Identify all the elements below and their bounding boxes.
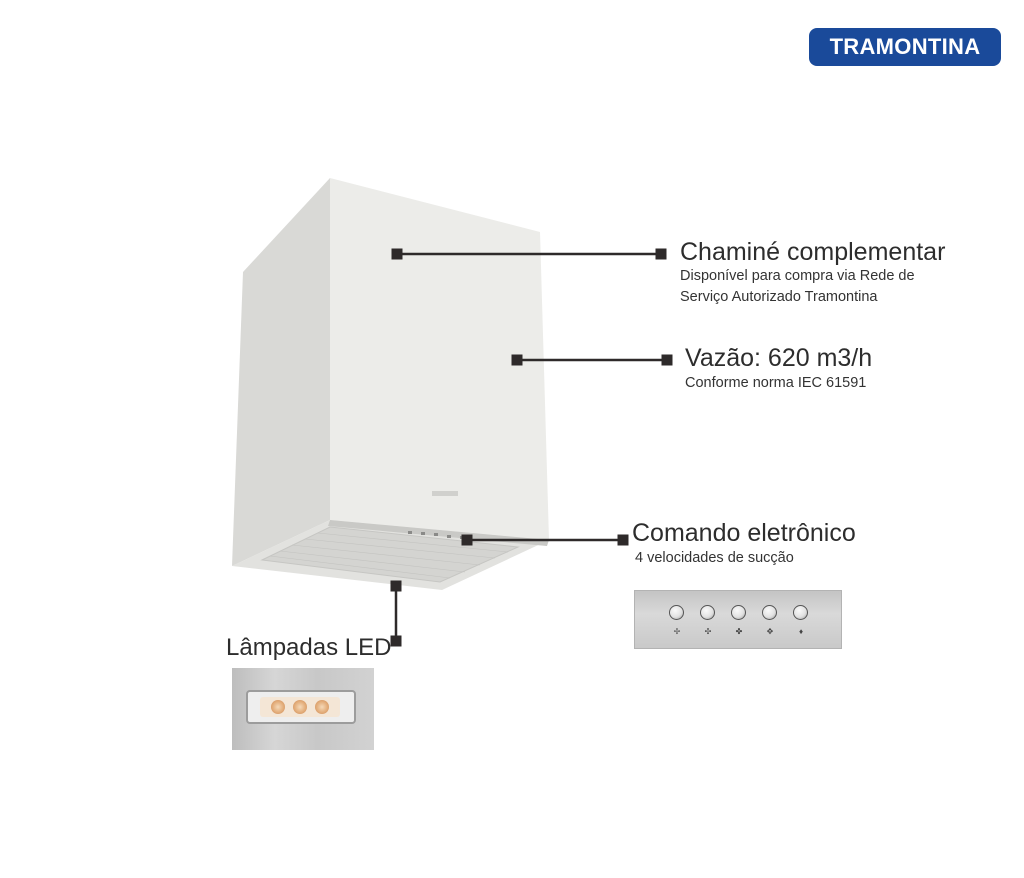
chimney-subtitle-line2: Serviço Autorizado Tramontina bbox=[680, 289, 878, 305]
hood-filter-pattern bbox=[269, 532, 509, 579]
fan-speed-2-icon: ✣ bbox=[704, 627, 712, 636]
light-icon: ♦ bbox=[798, 627, 804, 636]
chimney-title: Chaminé complementar bbox=[680, 238, 946, 266]
callout-marker-chimney-start bbox=[391, 248, 403, 260]
hood-brand-badge bbox=[432, 491, 458, 496]
led-lamps-detail bbox=[232, 668, 374, 750]
callout-marker-airflow-end bbox=[661, 354, 673, 366]
brand-logo-text: TRAMONTINA bbox=[829, 34, 981, 59]
fan-speed-4-icon: ✥ bbox=[766, 627, 774, 636]
chimney-subtitle-line1: Disponível para compra via Rede de bbox=[680, 268, 915, 284]
chimney-subtitle: Disponível para compra via Rede de Servi… bbox=[680, 266, 950, 308]
callout-marker-lamps-start bbox=[390, 580, 402, 592]
led-lamp-housing bbox=[246, 690, 356, 724]
callout-marker-lamps-end bbox=[390, 635, 402, 647]
hood-filter-grid bbox=[260, 526, 520, 583]
fan-speed-2-button bbox=[700, 605, 715, 620]
lamps-title: Lâmpadas LED bbox=[226, 634, 392, 661]
callout-marker-airflow-start bbox=[511, 354, 523, 366]
fan-speed-1-icon: ✢ bbox=[673, 627, 681, 636]
control-subtitle: 4 velocidades de sucção bbox=[635, 550, 794, 566]
led-strip bbox=[260, 697, 340, 717]
led-bulb bbox=[293, 700, 307, 714]
fan-speed-1-button bbox=[669, 605, 684, 620]
callout-marker-chimney-end bbox=[655, 248, 667, 260]
fan-speed-3-icon: ✤ bbox=[735, 627, 743, 636]
led-bulb bbox=[315, 700, 329, 714]
airflow-subtitle: Conforme norma IEC 61591 bbox=[685, 375, 867, 391]
control-title: Comando eletrônico bbox=[632, 519, 856, 547]
fan-speed-3-button bbox=[731, 605, 746, 620]
led-bulb bbox=[271, 700, 285, 714]
airflow-title: Vazão: 620 m3/h bbox=[685, 344, 873, 372]
hood-left-face bbox=[232, 178, 330, 566]
control-panel-detail: ✢ ✣ ✤ ✥ ♦ bbox=[634, 590, 842, 649]
brand-logo: TRAMONTINA bbox=[809, 28, 1001, 66]
callout-marker-control-end bbox=[617, 534, 629, 546]
fan-speed-4-button bbox=[762, 605, 777, 620]
callout-marker-control-start bbox=[461, 534, 473, 546]
hood-front-face bbox=[330, 178, 549, 540]
light-button bbox=[793, 605, 808, 620]
